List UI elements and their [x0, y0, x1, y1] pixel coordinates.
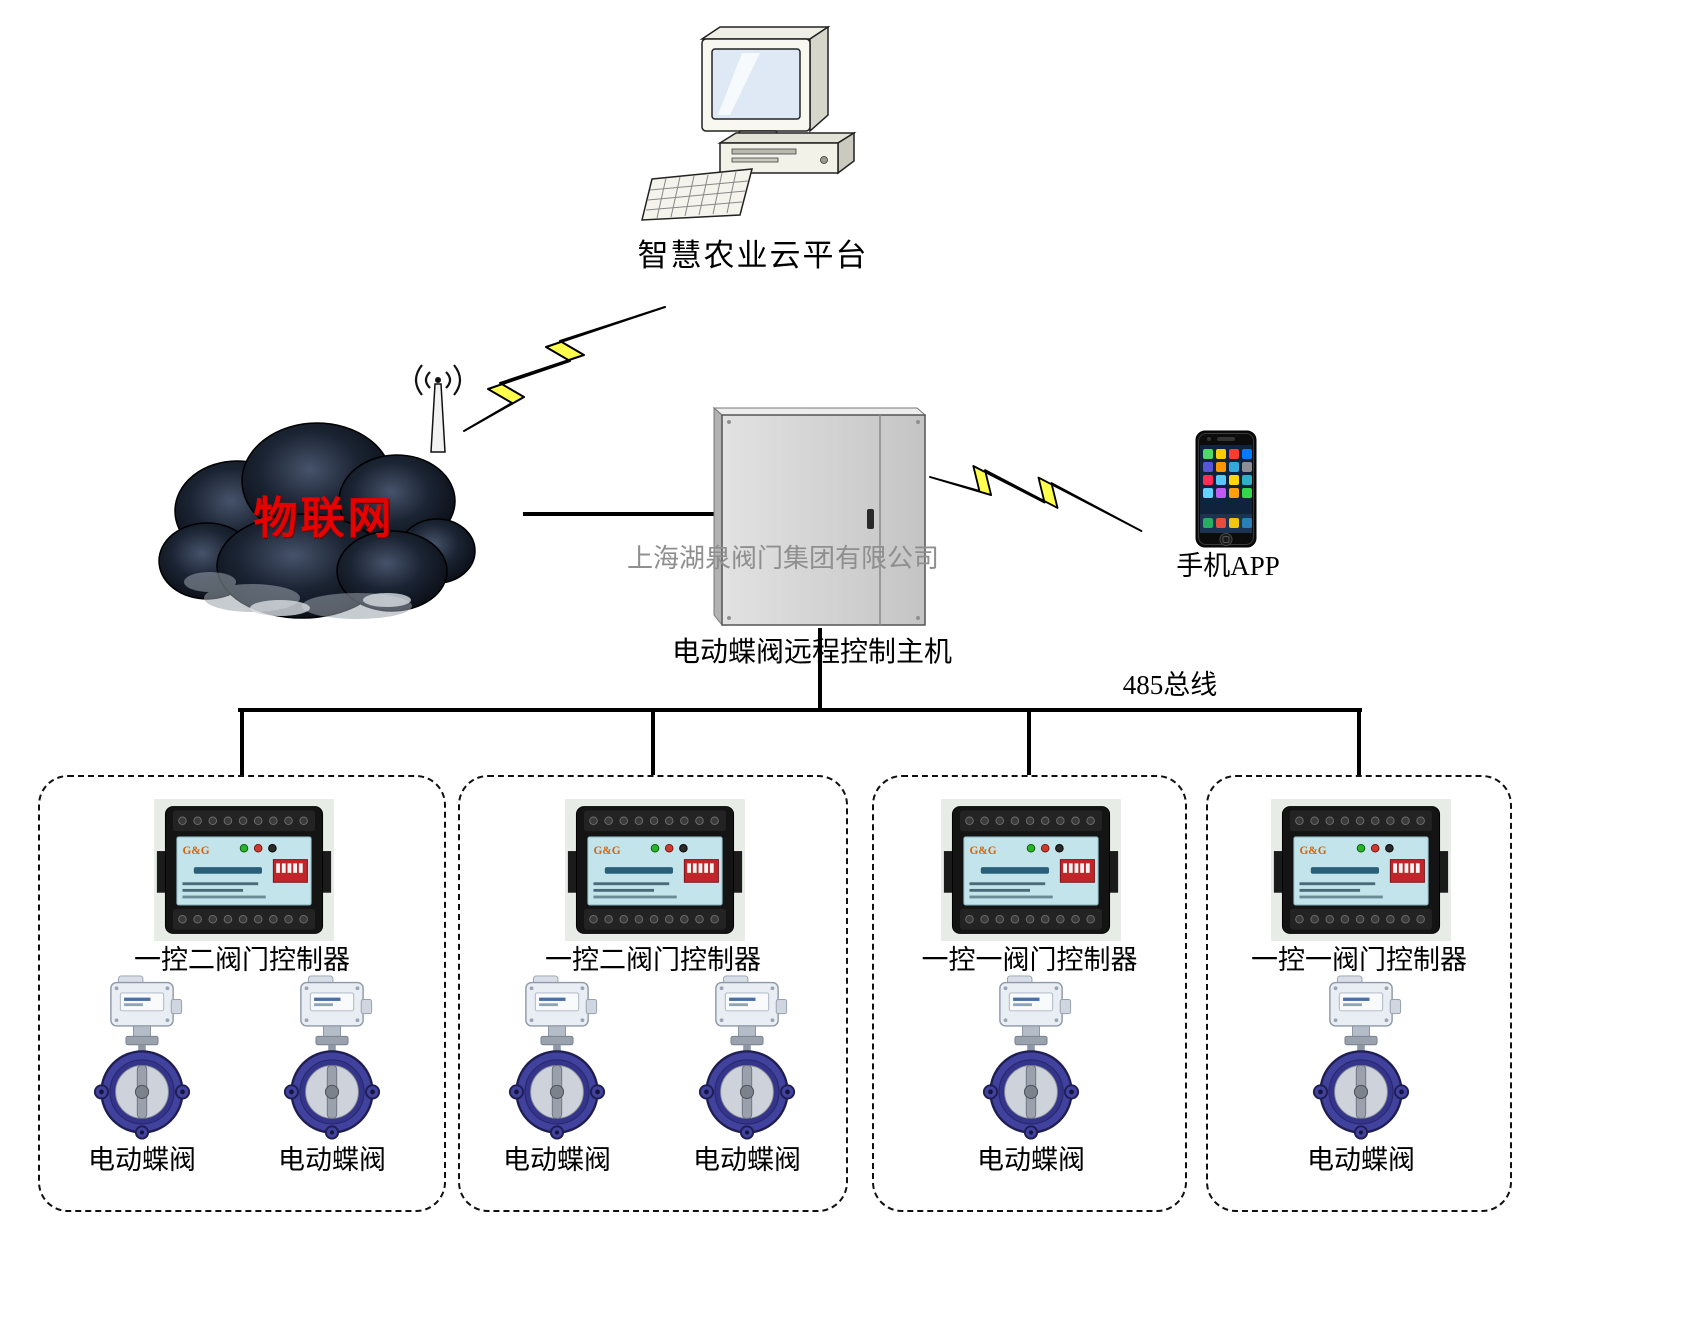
valve-controller-illustration: G&G — [941, 799, 1121, 941]
valve-label: 电动蝶阀 — [88, 1145, 196, 1175]
cloud-platform-label: 智慧农业云平台 — [637, 238, 869, 273]
cloud-host-connector-line — [523, 512, 715, 516]
smartphone-illustration — [1195, 430, 1257, 548]
cloud-icon — [158, 422, 476, 619]
butterfly-valve-icon — [698, 975, 796, 1140]
controller-label: 一控二阀门控制器 — [545, 945, 761, 975]
company-watermark: 上海湖泉阀门集团有限公司 — [626, 544, 939, 573]
valve-controller-illustration: G&G — [1271, 799, 1451, 941]
butterfly-valve-illustration — [695, 975, 799, 1140]
valve-label: 电动蝶阀 — [278, 1145, 386, 1175]
valve-group-2: G&G 一控二阀门控制器 — [458, 775, 848, 1212]
butterfly-valve-illustration — [90, 975, 194, 1140]
cabinet-icon — [712, 406, 927, 627]
valve-controller-icon: G&G — [941, 799, 1121, 941]
computer-icon — [641, 25, 857, 221]
cabinet-handle-icon — [867, 509, 874, 529]
app-icons — [1200, 449, 1252, 533]
butterfly-valve-icon — [982, 975, 1080, 1140]
valve-label: 电动蝶阀 — [1307, 1145, 1415, 1175]
butterfly-valve-illustration — [280, 975, 384, 1140]
valve-controller-icon: G&G — [154, 799, 334, 941]
lightning-bolt-host-phone — [928, 455, 1143, 547]
iot-cloud-label: 物联网 — [253, 494, 395, 543]
controller-logo: G&G — [593, 845, 620, 857]
butterfly-valve-icon — [283, 975, 381, 1140]
host-label: 电动蝶阀远程控制主机 — [671, 637, 952, 668]
controller-label: 一控一阀门控制器 — [921, 945, 1138, 975]
valve-controller-icon: G&G — [565, 799, 745, 941]
controller-logo: G&G — [1299, 845, 1326, 857]
lightning-bolt-computer-cloud — [462, 305, 667, 433]
phone-label: 手机APP — [1176, 551, 1280, 581]
butterfly-valve-icon — [1312, 975, 1410, 1140]
butterfly-valve-illustration — [505, 975, 609, 1140]
drop-line-2 — [651, 708, 655, 776]
desktop-computer-illustration — [640, 15, 870, 221]
bus-485-label: 485总线 — [1122, 670, 1218, 700]
bus-line-horizontal — [238, 708, 1362, 712]
valve-label: 电动蝶阀 — [503, 1145, 611, 1175]
valve-group-4: G&G 一控一阀门控制器 — [1206, 775, 1512, 1212]
drop-line-1 — [240, 708, 244, 776]
valve-controller-illustration: G&G — [565, 799, 745, 941]
lightning-icon — [463, 306, 666, 432]
valve-label: 电动蝶阀 — [977, 1145, 1085, 1175]
valve-label: 电动蝶阀 — [693, 1145, 801, 1175]
butterfly-valve-icon — [93, 975, 191, 1140]
valve-group-1: G&G 一控二阀门控制器 — [38, 775, 446, 1212]
home-button-icon — [1219, 533, 1233, 546]
drop-line-4 — [1357, 708, 1361, 776]
valve-group-3: G&G 一控一阀门控制器 — [872, 775, 1187, 1212]
butterfly-valve-icon — [508, 975, 606, 1140]
controller-label: 一控一阀门控制器 — [1251, 945, 1467, 975]
butterfly-valve-illustration — [1309, 975, 1413, 1140]
keyboard-icon — [641, 168, 753, 221]
drop-line-3 — [1027, 708, 1031, 776]
valve-controller-icon: G&G — [1271, 799, 1451, 941]
valve-controller-illustration: G&G — [154, 799, 334, 941]
host-drop-line — [818, 628, 822, 710]
controller-label: 一控二阀门控制器 — [134, 945, 350, 975]
phone-icon — [1195, 430, 1257, 548]
antenna-icon — [408, 360, 468, 465]
iot-cloud-illustration — [152, 386, 477, 636]
butterfly-valve-illustration — [979, 975, 1083, 1140]
lightning-icon — [929, 465, 1143, 532]
control-host-cabinet-illustration — [712, 406, 927, 630]
controller-logo: G&G — [969, 845, 996, 857]
controller-logo: G&G — [182, 845, 209, 857]
